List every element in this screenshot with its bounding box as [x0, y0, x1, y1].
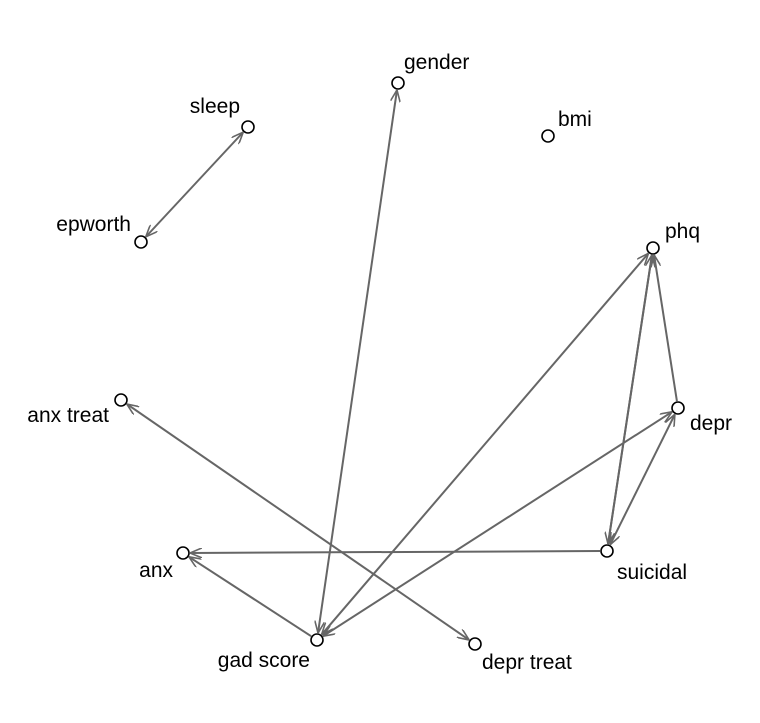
- edge-phq-suicidal: [608, 254, 653, 544]
- edge-gad-score-phq: [322, 253, 649, 634]
- node-anx-treat: anx treat: [27, 393, 128, 427]
- node-label: anx: [139, 559, 173, 582]
- edge-gad-score-anx: [189, 557, 312, 638]
- node-label: epworth: [56, 213, 131, 236]
- node-suicidal: suicidal: [600, 544, 687, 584]
- node-marker: [176, 546, 190, 560]
- node-marker: [541, 129, 555, 143]
- node-marker: [241, 120, 255, 134]
- edge-anx-treat-depr-treat: [127, 404, 469, 640]
- edge-suicidal-anx: [190, 551, 601, 553]
- node-label: anx treat: [27, 404, 109, 427]
- node-label: sleep: [190, 95, 240, 118]
- node-label: bmi: [558, 108, 592, 131]
- node-marker: [391, 76, 405, 90]
- edge-depr-phq: [654, 255, 678, 402]
- node-sleep: sleep: [190, 95, 255, 134]
- node-label: depr: [690, 412, 732, 435]
- node-bmi: bmi: [541, 108, 592, 143]
- node-marker: [114, 393, 128, 407]
- node-marker: [134, 235, 148, 249]
- node-gender: gender: [391, 51, 469, 90]
- node-layer: gender bmi sleep epworth phq depr anx treat sui…: [27, 51, 732, 674]
- node-phq: phq: [646, 220, 700, 255]
- node-label: suicidal: [617, 561, 687, 584]
- node-label: phq: [665, 220, 700, 243]
- edge-layer: [127, 90, 678, 640]
- node-marker: [671, 401, 685, 415]
- node-marker: [600, 544, 614, 558]
- node-marker: [468, 637, 482, 651]
- node-depr-treat: depr treat: [468, 637, 572, 674]
- node-depr: depr: [671, 401, 732, 435]
- node-marker: [310, 633, 324, 647]
- node-marker: [646, 241, 660, 255]
- edge-depr-suicidal: [610, 414, 675, 544]
- node-anx: anx: [139, 546, 190, 582]
- edge-sleep-epworth: [146, 132, 243, 237]
- node-gad-score: gad score: [218, 633, 324, 672]
- node-epworth: epworth: [56, 213, 148, 249]
- node-label: gad score: [218, 649, 310, 672]
- node-label: depr treat: [482, 651, 572, 674]
- node-label: gender: [404, 51, 469, 74]
